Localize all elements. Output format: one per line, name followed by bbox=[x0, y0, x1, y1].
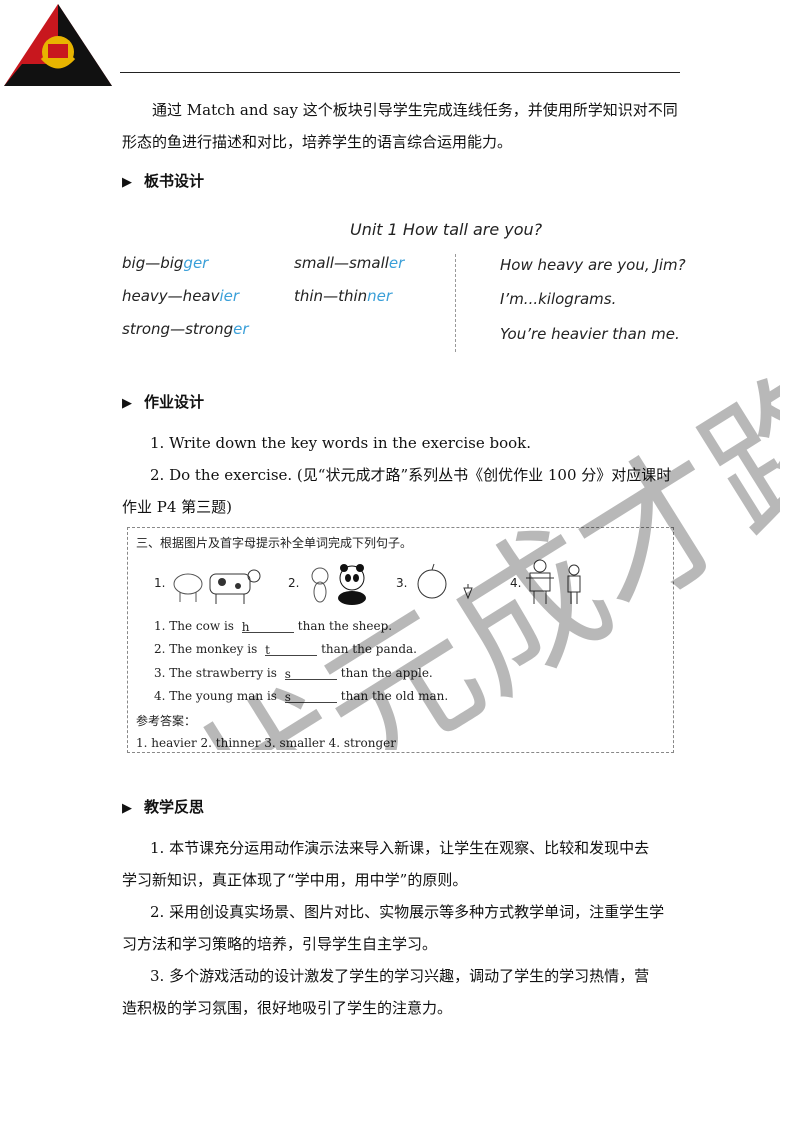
answer-key-label: 参考答案： bbox=[136, 714, 197, 728]
reflection-p3-line-1: 3. 多个游戏活动的设计激发了学生的学习兴趣，调动了学生的学习热情，营 bbox=[150, 967, 650, 985]
reflection-p1-line-1: 1. 本节课充分运用动作演示法来导入新课，让学生在观察、比较和发现中去 bbox=[150, 839, 650, 857]
board-design: Unit 1 How tall are you? big—bigger heav… bbox=[122, 214, 722, 364]
board-word-heavy: heavy—heavier bbox=[122, 287, 240, 305]
reflection-p3-line-2: 造积极的学习氛围，很好地吸引了学生的注意力。 bbox=[122, 999, 453, 1017]
triangle-bullet-icon: ▶ bbox=[122, 801, 132, 816]
triangle-bullet-icon: ▶ bbox=[122, 396, 132, 411]
board-word-thin: thin—thinner bbox=[294, 287, 393, 305]
reflection-section-title: ▶教学反思 bbox=[122, 798, 205, 816]
publisher-logo bbox=[4, 4, 112, 86]
answer-blank[interactable]: t bbox=[265, 643, 318, 657]
intro-line-1: 通过 Match and say 这个板块引导学生完成连线任务，并使用所学知识对… bbox=[152, 101, 678, 119]
board-word-big: big—bigger bbox=[122, 254, 209, 272]
board-sentence-2: I’m...kilograms. bbox=[500, 290, 617, 308]
reflection-p2-line-1: 2. 采用创设真实场景、图片对比、实物展示等多种方式教学单词，注重学生学 bbox=[150, 903, 665, 921]
homework-item-2-line-1: 2. Do the exercise. (见“状元成才路”系列丛书《创优作业 1… bbox=[150, 466, 672, 484]
picture-number-3: 3. bbox=[396, 576, 408, 590]
intro-line-2: 形态的鱼进行描述和对比，培养学生的语言综合运用能力。 bbox=[122, 133, 513, 151]
exercise-box: 三、根据图片及首字母提示补全单词完成下列句子。 1. 2. 3. 4. 1. T… bbox=[127, 527, 674, 753]
board-divider bbox=[455, 254, 456, 352]
answer-blank[interactable]: s bbox=[284, 667, 337, 681]
board-word-strong: strong—stronger bbox=[122, 320, 249, 338]
picture-number-4: 4. bbox=[510, 576, 522, 590]
reflection-p2-line-2: 习方法和学习策略的培养，引导学生自主学习。 bbox=[122, 935, 438, 953]
exercise-heading: 三、根据图片及首字母提示补全单词完成下列句子。 bbox=[136, 536, 413, 550]
homework-section-title: ▶作业设计 bbox=[122, 393, 205, 411]
board-section-title: ▶板书设计 bbox=[122, 172, 205, 190]
board-sentence-1: How heavy are you, Jim? bbox=[500, 256, 686, 274]
picture-number-1: 1. bbox=[154, 576, 166, 590]
triangle-bullet-icon: ▶ bbox=[122, 175, 132, 190]
answer-key-text: 1. heavier 2. thinner 3. smaller 4. stro… bbox=[136, 736, 397, 750]
board-unit-title: Unit 1 How tall are you? bbox=[350, 220, 543, 239]
answer-blank[interactable]: h bbox=[241, 620, 294, 634]
header-rule bbox=[120, 72, 680, 73]
answer-blank[interactable]: s bbox=[284, 690, 337, 704]
picture-number-2: 2. bbox=[288, 576, 300, 590]
young-man-and-old-man-picture bbox=[526, 559, 581, 604]
board-sentence-3: You’re heavier than me. bbox=[500, 325, 680, 343]
sheep-and-cow-picture bbox=[173, 569, 261, 604]
apple-and-strawberry-picture bbox=[417, 563, 473, 600]
homework-item-2-line-2: 作业 P4 第三题) bbox=[122, 498, 233, 516]
monkey-and-panda-picture bbox=[311, 564, 366, 605]
reflection-p1-line-2: 学习新知识，真正体现了“学中用，用中学”的原则。 bbox=[122, 871, 468, 889]
homework-item-1: 1. Write down the key words in the exerc… bbox=[150, 434, 532, 452]
board-word-small: small—smaller bbox=[294, 254, 405, 272]
